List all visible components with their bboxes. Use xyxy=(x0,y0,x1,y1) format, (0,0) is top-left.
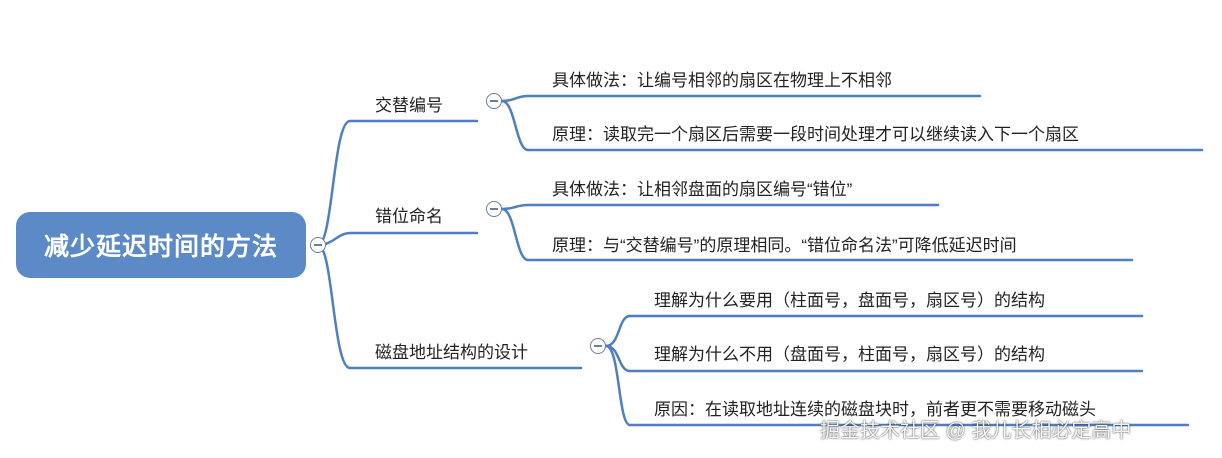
collapse-icon-root[interactable] xyxy=(310,237,326,253)
collapse-icon-branch-3[interactable] xyxy=(590,338,606,354)
leaf-node-3-3[interactable]: 原因：在读取地址连续的磁盘块时，前者更不需要移动磁头 xyxy=(654,400,1096,419)
connector-root-branch-3 xyxy=(316,243,352,370)
connector-branch-2-child-1 xyxy=(500,203,530,211)
collapse-icon-branch-1[interactable] xyxy=(486,93,502,109)
connector-branch-1-child-1 xyxy=(500,94,530,103)
connector-branch-1-child-2 xyxy=(500,99,530,152)
leaf-node-1-2[interactable]: 原理：读取完一个扇区后需要一段时间处理才可以继续读入下一个扇区 xyxy=(552,125,1079,144)
root-node[interactable]: 减少延迟时间的方法 xyxy=(16,212,306,278)
collapse-icon-branch-2[interactable] xyxy=(486,201,502,217)
connector-branch-3-child-1 xyxy=(604,314,632,348)
connector-branch-3-child-3 xyxy=(604,344,632,427)
leaf-node-3-1[interactable]: 理解为什么要用（柱面号，盘面号，扇区号）的结构 xyxy=(654,291,1045,310)
connector-branch-2-child-2 xyxy=(500,207,530,262)
leaf-node-1-1[interactable]: 具体做法：让编号相邻的扇区在物理上不相邻 xyxy=(552,71,892,90)
connector-root-branch-1 xyxy=(316,119,352,247)
root-node-label: 减少延迟时间的方法 xyxy=(43,233,278,261)
branch-node-1-label[interactable]: 交替编号 xyxy=(375,96,443,115)
leaf-node-2-1[interactable]: 具体做法：让相邻盘面的扇区编号“错位” xyxy=(552,180,853,199)
leaf-node-3-2[interactable]: 理解为什么不用（盘面号，柱面号，扇区号）的结构 xyxy=(654,345,1045,364)
leaf-node-2-2[interactable]: 原理：与“交替编号”的原理相同。“错位命名法”可降低延迟时间 xyxy=(552,236,1017,255)
branch-node-2-label[interactable]: 错位命名 xyxy=(375,207,443,226)
watermark: 掘金技术社区 @ 我儿长相必定高中 xyxy=(820,420,1132,442)
branch-node-3-label[interactable]: 磁盘地址结构的设计 xyxy=(375,343,528,362)
